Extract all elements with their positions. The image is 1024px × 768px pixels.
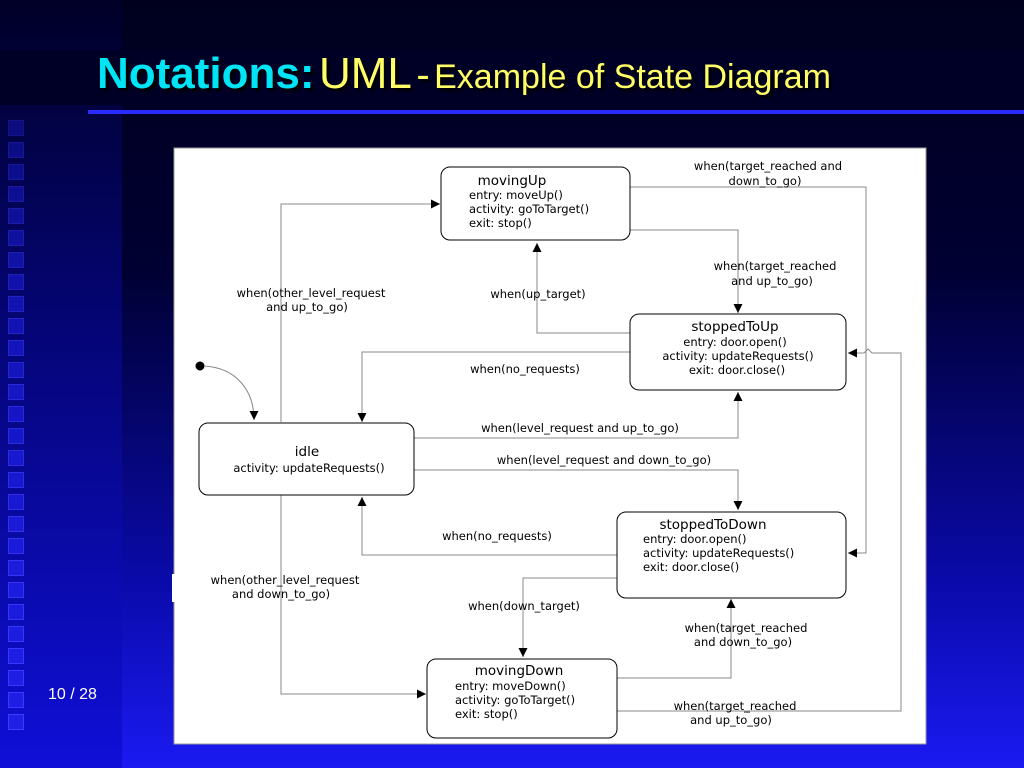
decorative-square (8, 648, 24, 664)
decorative-square (8, 538, 24, 554)
decorative-square (8, 186, 24, 202)
decorative-square (8, 450, 24, 466)
decorative-square (8, 604, 24, 620)
decorative-square (8, 582, 24, 598)
decorative-square (8, 384, 24, 400)
state-idle-activity: activity: updateRequests() (233, 461, 384, 475)
state-idle-box (198, 422, 415, 496)
transition-stoppedtoup-to-idle (357, 351, 630, 422)
initial-state-dot (195, 361, 205, 371)
title-uml: UML (318, 49, 412, 98)
decorative-square (8, 230, 24, 246)
title-subtitle: Example of State Diagram (434, 58, 831, 96)
state-movingdown-box (426, 658, 618, 739)
state-stoppedtodown-box (616, 511, 847, 599)
title-underline (88, 110, 1024, 114)
title-bar (0, 50, 1024, 105)
state-stoppedtoup-exit: exit: door.close() (689, 363, 785, 377)
canvas-edge-fragment (172, 574, 176, 602)
state-movingdown-activity: activity: goToTarget() (455, 693, 575, 707)
label-movingup-to-stoppedtodown-1: when(target_reached and (694, 159, 842, 173)
decorative-square (8, 362, 24, 378)
decorative-square (8, 626, 24, 642)
transition-movingdown-to-stoppedtodown (617, 599, 736, 679)
decorative-square (8, 318, 24, 334)
label-idle-to-stoppedtoup: when(level_request and up_to_go) (481, 421, 679, 435)
state-movingup-exit: exit: stop() (469, 216, 532, 230)
transition-movingdown-to-stoppedtoup (617, 348, 902, 712)
slide-title: Notations: UML - Example of State Diagra… (97, 52, 831, 96)
label-idle-to-movingdown-1: when(other_level_request (211, 573, 360, 587)
transition-idle-to-movingdown (280, 495, 426, 699)
decorative-square (8, 164, 24, 180)
label-movingup-to-stoppedtodown-2: down_to_go) (729, 174, 802, 188)
transition-movingup-to-stoppedtoup (630, 229, 743, 313)
transition-stoppedtoup-to-movingup (532, 243, 630, 334)
label-stoppedtoup-to-movingup: when(up_target) (490, 287, 585, 301)
label-movingdown-to-stoppedtodown-2: and down_to_go) (694, 635, 792, 649)
decorative-square (8, 494, 24, 510)
label-movingup-to-stoppedtoup-2: and up_to_go) (731, 274, 813, 288)
label-idle-to-movingdown-2: and down_to_go) (232, 587, 330, 601)
state-idle-name: idle (295, 444, 319, 460)
title-dash: - (416, 53, 430, 97)
state-movingup-activity: activity: goToTarget() (469, 202, 589, 216)
state-movingup-name: movingUp (478, 173, 547, 189)
decorative-square (8, 692, 24, 708)
state-movingdown-name: movingDown (475, 663, 564, 679)
label-idle-to-movingup-2: and up_to_go) (266, 300, 348, 314)
transition-idle-to-stoppedtodown (414, 469, 743, 510)
label-stoppedtodown-to-movingdown: when(down_target) (468, 599, 580, 613)
initial-transition (203, 365, 259, 421)
label-stoppedtoup-to-idle: when(no_requests) (470, 362, 580, 376)
decorative-square (8, 274, 24, 290)
decorative-square (8, 472, 24, 488)
label-movingdown-to-stoppedtodown-1: when(target_reached (685, 621, 808, 635)
label-movingdown-to-stoppedtoup-1: when(target_reached (674, 699, 797, 713)
decorative-square (8, 296, 24, 312)
decorative-square (8, 120, 24, 136)
state-stoppedtodown-exit: exit: door.close() (643, 560, 739, 574)
decorative-square (8, 208, 24, 224)
transition-idle-to-stoppedtoup (414, 392, 743, 439)
page-number: 10 / 28 (48, 686, 97, 703)
decorative-square (8, 670, 24, 686)
transition-idle-to-movingup (280, 199, 440, 422)
transition-stoppedtodown-to-idle (357, 497, 617, 556)
state-movingup-entry: entry: moveUp() (469, 188, 563, 202)
decorative-square (8, 516, 24, 532)
decorative-square (8, 428, 24, 444)
decorative-square (8, 252, 24, 268)
state-stoppedtodown-name: stoppedToDown (659, 517, 766, 533)
label-movingup-to-stoppedtoup-1: when(target_reached (714, 259, 837, 273)
label-idle-to-stoppedtodown: when(level_request and down_to_go) (497, 453, 711, 467)
decorative-square (8, 560, 24, 576)
decorative-square (8, 142, 24, 158)
state-movingdown-exit: exit: stop() (455, 707, 518, 721)
state-stoppedtodown-activity: activity: updateRequests() (643, 546, 794, 560)
state-stoppedtoup-entry: entry: door.open() (683, 335, 786, 349)
state-stoppedtoup-box (629, 313, 847, 391)
label-movingdown-to-stoppedtoup-2: and up_to_go) (690, 713, 772, 727)
title-notations: Notations: (97, 49, 315, 98)
state-stoppedtodown-entry: entry: door.open() (643, 532, 746, 546)
state-movingup-box (440, 166, 631, 241)
label-stoppedtodown-to-idle: when(no_requests) (442, 529, 552, 543)
label-idle-to-movingup-1: when(other_level_request (237, 286, 386, 300)
state-stoppedtoup-name: stoppedToUp (691, 319, 778, 335)
transition-movingup-to-stoppedtodown (630, 186, 867, 558)
decorative-square (8, 340, 24, 356)
decorative-square (8, 714, 24, 730)
state-movingdown-entry: entry: moveDown() (455, 679, 566, 693)
state-stoppedtoup-activity: activity: updateRequests() (662, 349, 813, 363)
decorative-square (8, 406, 24, 422)
transition-stoppedtodown-to-movingdown (518, 577, 617, 657)
